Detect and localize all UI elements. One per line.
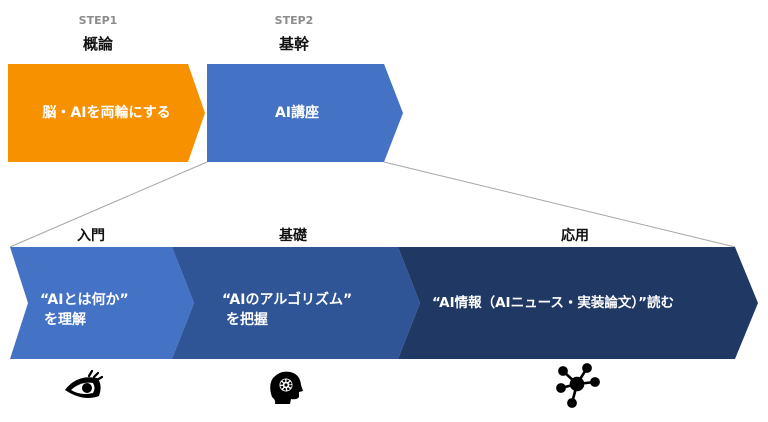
step1-chevron: [8, 64, 205, 162]
substep1-body-line1: “AIとは何か”: [40, 292, 129, 308]
step2-chevron: [207, 64, 403, 162]
substep2-title: 基礎: [279, 228, 307, 244]
substep1-chevron: [10, 247, 194, 359]
network-icon: [556, 363, 600, 408]
step1-title: 概論: [82, 35, 113, 53]
expansion-line-right: [383, 161, 736, 248]
step2-label: STEP2: [274, 14, 314, 27]
expansion-line-left: [9, 161, 208, 248]
eye-icon: [65, 369, 104, 398]
substep1-title: 入門: [77, 228, 105, 244]
step1-label: STEP1: [78, 14, 118, 27]
substep1-body-line2: を理解: [44, 312, 86, 328]
head-gear-icon: [270, 371, 303, 404]
step2-title: 基幹: [278, 35, 309, 53]
substep2-body-line1: “AIのアルゴリズム”: [222, 292, 353, 308]
substep2-chevron: [172, 247, 420, 359]
substep3-body: “AI情報（AIニュース・実装論文）”読む: [432, 295, 675, 311]
step1-body: 脳・AIを両輪にする: [42, 105, 171, 121]
step2-body: AI講座: [274, 105, 320, 121]
substep3-title: 応用: [561, 228, 589, 244]
substep3-chevron: [398, 247, 758, 359]
substep2-body-line2: を把握: [226, 312, 268, 328]
